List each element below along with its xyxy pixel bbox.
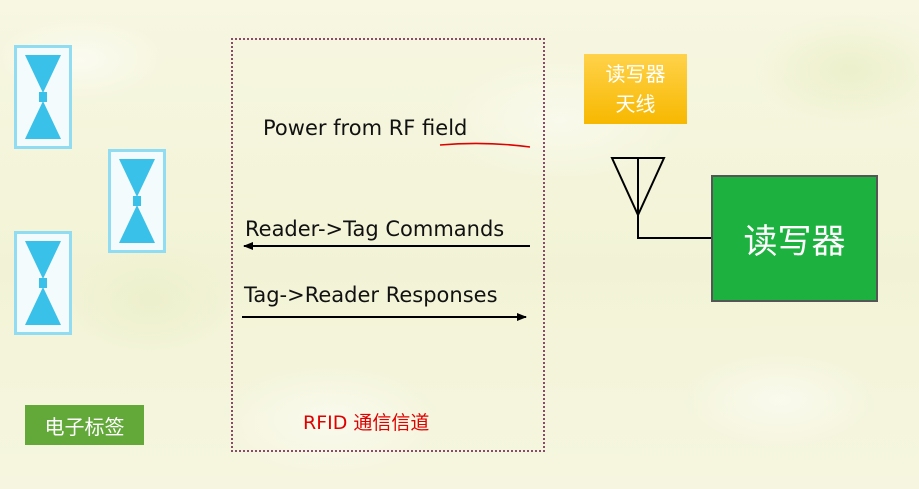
power-label: Power from RF field [263,116,468,140]
tag-antenna-shape [25,55,61,139]
antenna-label-line2: 天线 [615,92,656,116]
tag-antenna-shape [25,241,61,325]
power-underline [439,142,531,148]
antenna-label-box: 读写器 天线 [584,54,687,124]
command-label: Reader->Tag Commands [245,217,505,241]
tag-antenna-shape [119,159,155,243]
tags-label: 电子标签 [25,405,144,445]
response-label: Tag->Reader Responses [244,283,498,307]
reader-box: 读写器 [711,175,878,302]
rfid-tag-icon [14,231,72,335]
antenna-icon [610,157,712,239]
antenna-label-line1: 读写器 [605,62,666,86]
channel-label: RFID 通信信道 [303,412,430,434]
rfid-tag-icon [14,45,72,149]
rfid-tag-icon [108,149,166,253]
reader-label: 读写器 [743,222,846,262]
rfid-channel-frame [231,38,545,452]
